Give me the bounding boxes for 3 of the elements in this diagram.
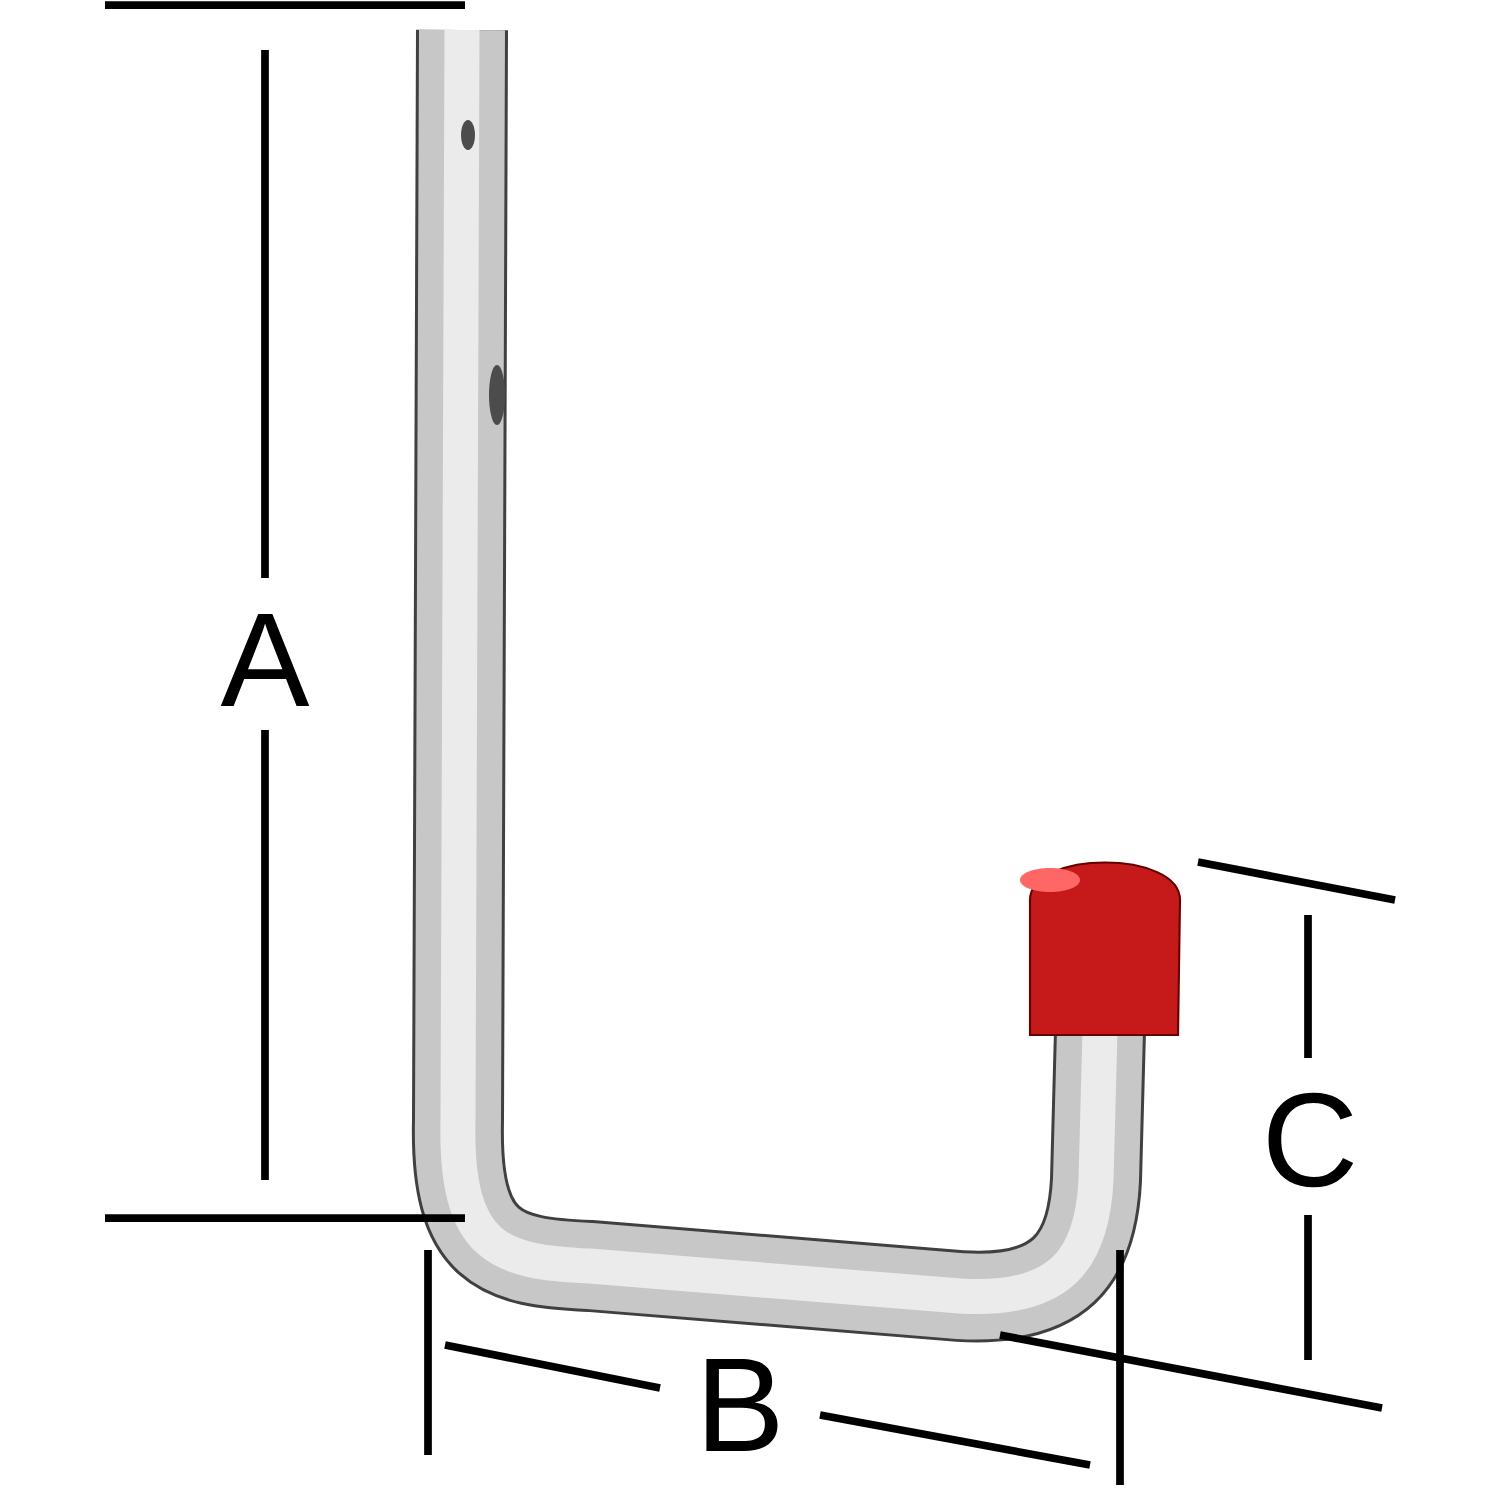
dimension-label: B (706, 1359, 778, 1451)
dimension-label: A (220, 614, 310, 706)
dimension-label: C (1268, 1092, 1354, 1188)
